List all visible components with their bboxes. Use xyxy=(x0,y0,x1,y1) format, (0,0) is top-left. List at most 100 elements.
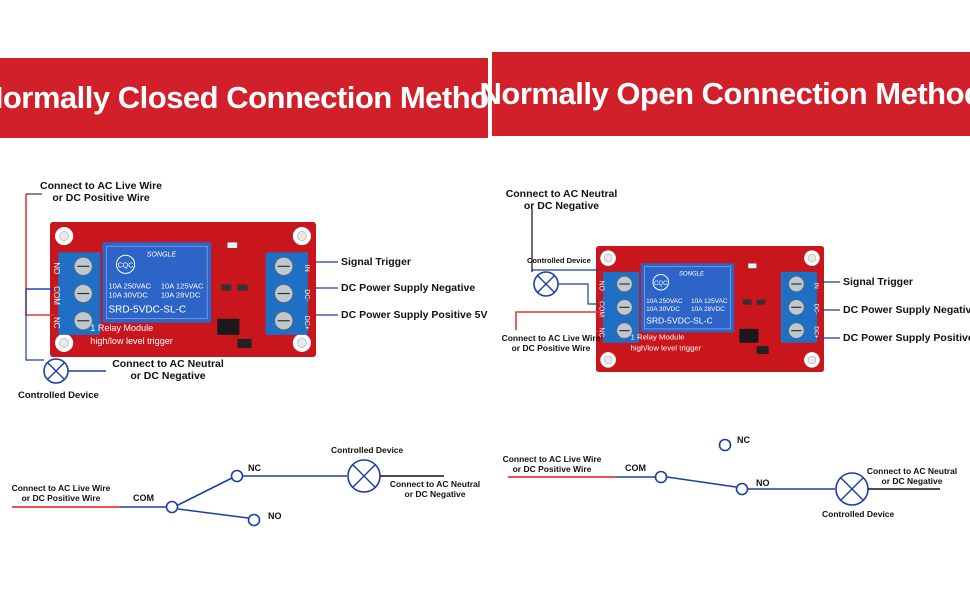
relay-brand: SONGLE xyxy=(147,251,177,258)
input-pin-label: IN xyxy=(813,283,819,289)
relay-rating: 10A 30VDC xyxy=(108,291,148,300)
no-sch-com-label: COM xyxy=(625,463,646,473)
output-pin-label: NC xyxy=(597,327,604,337)
cert-circle xyxy=(116,254,136,274)
smd-component xyxy=(237,284,248,291)
nc-dc-negative-label: DC Power Supply Negative xyxy=(341,282,476,294)
relay-rating: 10A 28VDC xyxy=(691,306,725,313)
relay-rating: 10A 125VAC xyxy=(691,298,728,305)
no-signal-trigger-label: Signal Trigger xyxy=(843,276,914,288)
lamp-cross-b xyxy=(537,275,555,293)
nc-controlled-device-label: Controlled Device xyxy=(18,390,99,401)
input-pin-label: DC+ xyxy=(303,316,310,330)
input-pin-label: IN xyxy=(303,265,310,272)
board-text-line1: 1 Relay Module xyxy=(90,323,153,333)
no-sch-no-node xyxy=(735,482,749,496)
nc-sch-com-label: COM xyxy=(133,493,154,503)
mounting-hole-inner xyxy=(807,253,817,263)
board-text-line2: high/low level trigger xyxy=(90,336,172,346)
no-sch-com-node xyxy=(654,470,668,484)
no-dc-positive-label: DC Power Supply Positive xyxy=(843,332,970,344)
input-pin-label: DC- xyxy=(303,289,310,302)
no-sch-controlled-device xyxy=(835,472,869,506)
relay-rating: 10A 28VDC xyxy=(161,291,201,300)
smd-component xyxy=(221,284,232,291)
relay-body xyxy=(102,242,212,323)
optocoupler xyxy=(217,318,240,335)
nc-live-wire xyxy=(25,194,54,316)
nc-sch-nc-node xyxy=(230,469,244,483)
mounting-hole-inner xyxy=(807,355,817,365)
optocoupler xyxy=(739,328,759,343)
smd-component xyxy=(747,263,757,269)
relay-model: SRD-5VDC-SL-C xyxy=(108,305,186,316)
output-pin-label: COM xyxy=(597,301,604,317)
no-sch-switch-to-no xyxy=(666,476,737,488)
nc-dc-positive-label: DC Power Supply Positive 5V xyxy=(341,309,488,321)
input-pin-label: DC+ xyxy=(813,326,819,339)
nc-sch-no-node xyxy=(247,513,261,527)
no-dc-negative-label: DC Power Supply Negative xyxy=(843,304,970,316)
mounting-hole-inner xyxy=(59,337,70,348)
output-pin-label: NO xyxy=(52,262,61,274)
board-text-line2: high/low level trigger xyxy=(631,344,702,353)
nc-sch-nc-label: NC xyxy=(248,463,261,473)
mounting-hole-inner xyxy=(59,231,70,242)
banner-title: Normally Closed Connection Method xyxy=(0,80,508,115)
jumper-header xyxy=(237,338,252,348)
relay-rating: 10A 125VAC xyxy=(161,282,204,291)
relay-brand: SONGLE xyxy=(679,271,705,277)
nc-device-lead xyxy=(25,288,54,361)
nc-sch-controlled-device xyxy=(347,459,381,493)
output-pin-label: COM xyxy=(52,286,61,305)
banner-normally-open: Normally Open Connection Method xyxy=(480,52,970,136)
relay-face xyxy=(106,245,208,320)
nc-sch-switch-to-nc xyxy=(177,477,233,506)
output-pin-label: NO xyxy=(597,281,604,292)
board-text-line1: 1 Relay Module xyxy=(631,332,685,341)
input-pin-label: DC- xyxy=(813,304,819,315)
smd-component xyxy=(756,299,766,305)
cert-mark: CQC xyxy=(654,281,668,287)
output-pin-label: NC xyxy=(52,317,61,329)
mounting-hole-inner xyxy=(603,355,613,365)
nc-sch-no-arm xyxy=(177,508,249,519)
no-live-wire xyxy=(515,311,600,330)
cert-mark: CQC xyxy=(118,262,134,269)
nc-controlled-device-lamp xyxy=(43,358,69,384)
nc-sch-no-label: NO xyxy=(268,511,282,521)
banner-normally-closed: Normally Closed Connection Method xyxy=(0,58,508,138)
relay-face xyxy=(644,266,732,330)
lamp-cross-b xyxy=(352,464,376,488)
relay-rating: 10A 250VAC xyxy=(646,298,683,305)
mounting-hole-inner xyxy=(603,253,613,263)
nc-sch-device-label: Controlled Device xyxy=(331,445,404,455)
no-controlled-device-lamp xyxy=(533,271,559,297)
relay-rating: 10A 250VAC xyxy=(108,282,151,291)
jumper-header xyxy=(756,346,769,354)
no-device-lead xyxy=(558,283,600,305)
lamp-cross-b xyxy=(840,477,864,501)
lamp-cross-b xyxy=(47,362,65,380)
nc-sch-com-node xyxy=(165,500,179,514)
smd-component xyxy=(742,299,752,305)
banner-title: Normally Open Connection Method xyxy=(479,76,970,111)
no-sch-nc-node xyxy=(718,438,732,452)
cert-circle xyxy=(652,274,670,291)
no-sch-nc-label: NC xyxy=(737,435,750,445)
smd-component xyxy=(227,241,238,249)
nc-signal-trigger-label: Signal Trigger xyxy=(341,256,412,268)
mounting-hole-inner xyxy=(296,337,307,348)
relay-body xyxy=(640,263,735,333)
